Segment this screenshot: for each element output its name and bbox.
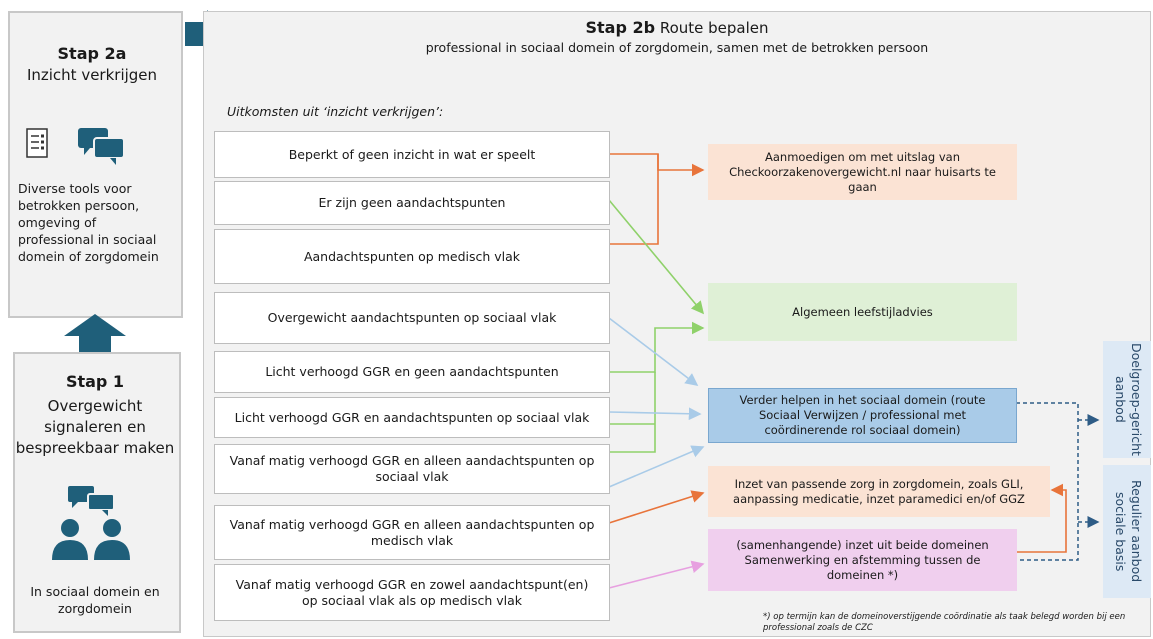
arrow-up-icon <box>64 314 126 360</box>
orange-connectors <box>608 153 1067 553</box>
pink-connectors <box>608 560 705 589</box>
step1-footer: In sociaal domein en zorgdomein <box>30 584 160 616</box>
offer-doelgroep-label: Doelgroep-gericht aanbod <box>1113 343 1144 456</box>
green-connectors <box>608 199 705 453</box>
offer-doelgroep: Doelgroep-gericht aanbod <box>1103 341 1151 458</box>
footnote: *) op termijn kan de domeinoverstijgende… <box>763 612 1126 633</box>
checklist-icon <box>26 128 48 158</box>
offer-regulier: Regulier aanbod sociale basis <box>1103 465 1151 598</box>
route-sociaal-domein: Verder helpen in het sociaal domein (rou… <box>708 388 1017 443</box>
step1-panel <box>13 352 181 633</box>
outcome-box: Vanaf matig verhoogd GGR en zowel aandac… <box>214 564 610 621</box>
results-label: Uitkomsten uit ‘inzicht verkrijgen’: <box>227 104 444 119</box>
blue-connectors <box>608 317 705 488</box>
people-talking-icon <box>52 486 130 560</box>
step2a-title: Stap 2a <box>57 44 127 63</box>
step2b-title-rest: Route bepalen <box>659 19 769 37</box>
step2b-subtitle: professional in sociaal domein of zorgdo… <box>425 40 929 55</box>
step2b-title: Stap 2b Route bepalen <box>203 18 1151 37</box>
route-beide-domeinen: (samenhangende) inzet uit beide domeinen… <box>708 529 1017 591</box>
step2a-description: Diverse tools voor betrokken persoon, om… <box>18 181 159 264</box>
step1-subtitle: Overgewicht signaleren en bespreekbaar m… <box>15 397 175 457</box>
outcome-box: Licht verhoogd GGR en aandachtspunten op… <box>214 397 610 438</box>
step2b-title-bold: Stap 2b <box>585 18 656 37</box>
route-checkoorzaken: Aanmoedigen om met uitslag van Checkoorz… <box>708 144 1017 200</box>
chat-bubbles-icon <box>78 128 125 165</box>
step2a-subtitle: Inzicht verkrijgen <box>26 66 158 84</box>
outcome-box: Vanaf matig verhoogd GGR en alleen aanda… <box>214 444 610 494</box>
route-leefstijladvies: Algemeen leefstijladvies <box>708 283 1017 341</box>
outcome-box: Aandachtspunten op medisch vlak <box>214 229 610 284</box>
outcome-box: Er zijn geen aandachtspunten <box>214 181 610 225</box>
outcome-box: Beperkt of geen inzicht in wat er speelt <box>214 131 610 178</box>
route-zorgdomein: Inzet van passende zorg in zorgdomein, z… <box>708 466 1050 517</box>
dashed-connectors <box>1016 402 1100 561</box>
outcome-box: Vanaf matig verhoogd GGR en alleen aanda… <box>214 505 610 560</box>
outcome-box: Licht verhoogd GGR en geen aandachtspunt… <box>214 351 610 393</box>
offer-regulier-label: Regulier aanbod sociale basis <box>1113 480 1144 583</box>
step1-title: Stap 1 <box>65 372 125 391</box>
outcome-box: Overgewicht aandachtspunten op sociaal v… <box>214 292 610 344</box>
step2a-panel <box>8 11 183 318</box>
